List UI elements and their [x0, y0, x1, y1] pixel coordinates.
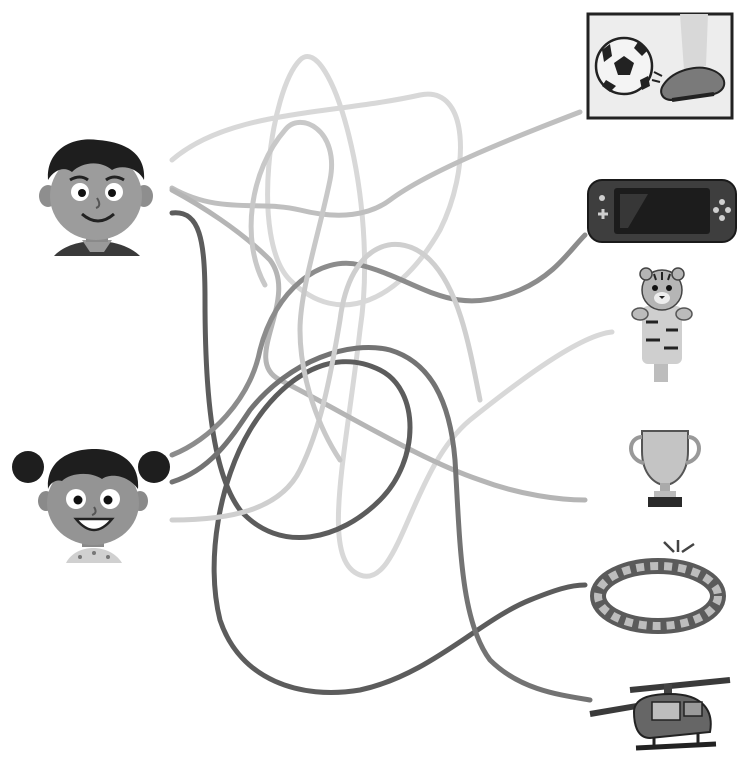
girl-pigtail-left [12, 451, 44, 483]
tangled-lines [172, 57, 612, 700]
toy-helicopter-icon[interactable] [590, 680, 730, 748]
boy-face-icon[interactable] [39, 139, 153, 256]
maze-line-4[interactable] [172, 213, 585, 693]
maze-line-3[interactable] [172, 190, 585, 500]
braided-headband-icon[interactable] [598, 540, 718, 626]
maze-line-5[interactable] [172, 235, 585, 455]
kicker-leg [680, 14, 708, 70]
helicopter-window [652, 702, 680, 720]
trophy-base [648, 497, 682, 507]
trophy-cup [642, 431, 688, 485]
tiger-finger-puppet-icon[interactable] [632, 268, 692, 382]
girl-dress [66, 548, 122, 563]
handheld-game-console-icon[interactable] [588, 180, 736, 242]
helicopter-skid [636, 744, 716, 748]
girl-face-icon[interactable] [12, 449, 170, 563]
soccer-ball-kick-icon[interactable] [588, 14, 732, 118]
headband-tassel [664, 540, 694, 552]
girl-pigtail-right [138, 451, 170, 483]
trophy-cup-icon[interactable] [631, 431, 699, 507]
helicopter-rotor [630, 680, 730, 690]
